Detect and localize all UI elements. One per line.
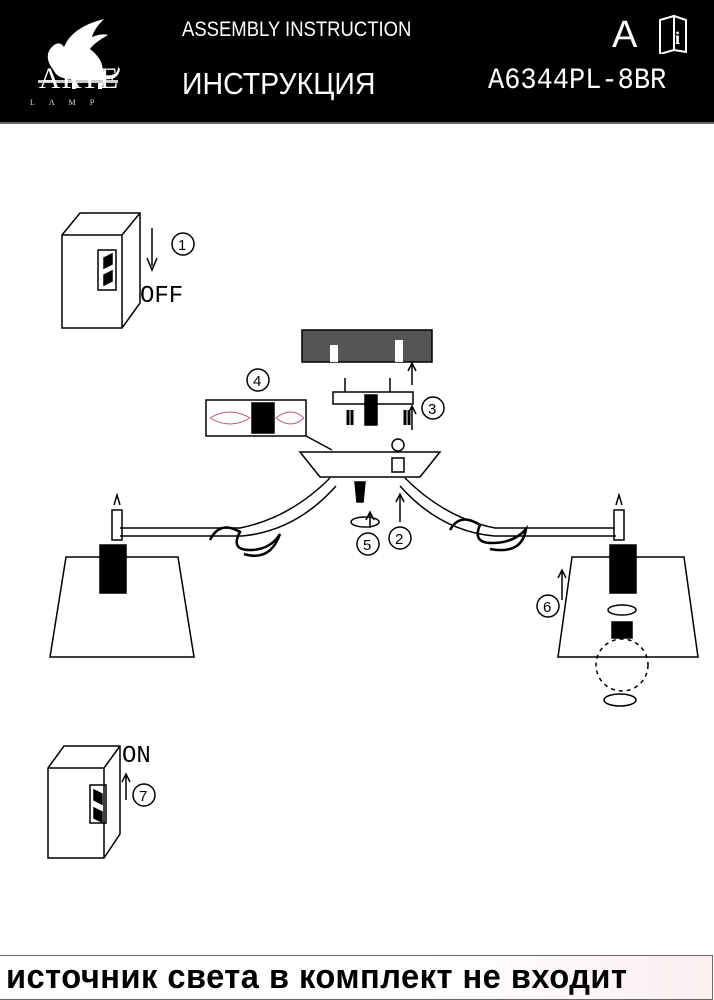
svg-text:4: 4: [253, 373, 261, 390]
mounting-bracket-icon: [332, 378, 414, 426]
arrow-down-icon: [146, 228, 158, 272]
title-english: ASSEMBLY INSTRUCTION: [182, 18, 412, 41]
svg-text:7: 7: [139, 788, 147, 805]
footer-note: источник света в комплект не входит: [0, 955, 713, 1000]
header: ARTE LAMP ASSEMBLY INSTRUCTION ИНСТРУКЦИ…: [0, 0, 714, 124]
on-label: ON: [122, 743, 151, 770]
canopy-icon: [298, 438, 442, 503]
svg-text:5: 5: [363, 537, 371, 554]
svg-text:1: 1: [178, 237, 186, 254]
svg-text:2: 2: [395, 531, 403, 548]
chandelier-arm-right-icon: [399, 477, 699, 707]
svg-text:3: 3: [428, 401, 436, 418]
wall-switch-off-icon: [61, 212, 141, 329]
wall-switch-on-icon: [47, 745, 121, 859]
terminal-block-icon: [205, 399, 333, 451]
chandelier-arm-left-icon: [49, 477, 337, 658]
title-russian: ИНСТРУКЦИЯ: [182, 66, 376, 101]
brand-subtitle: LAMP: [30, 98, 109, 107]
svg-text:i: i: [675, 28, 680, 48]
winged-lion-logo-icon: [38, 19, 120, 89]
assembly-diagram: 1 3 4 2 5: [47, 212, 699, 859]
off-label: OFF: [140, 283, 184, 310]
instruction-book-icon: i: [659, 14, 687, 54]
step-1-marker: [171, 232, 195, 256]
svg-text:6: 6: [543, 599, 551, 616]
brand-name: ARTE: [38, 62, 120, 95]
model-number: A6344PL-8BR: [488, 64, 667, 98]
footer-note-text: источник света в комплект не входит: [6, 958, 628, 996]
ceiling-icon: [301, 329, 433, 363]
language-mark: A: [612, 14, 638, 56]
